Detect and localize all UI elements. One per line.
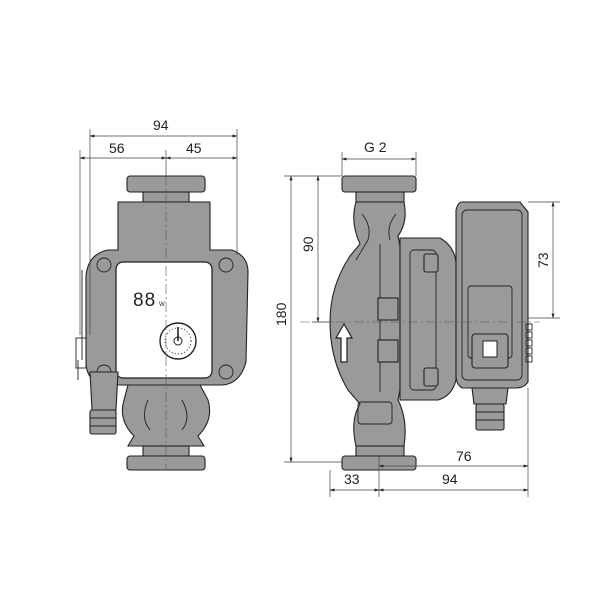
led-display: 88 W (133, 290, 165, 311)
display-digits: 88 (133, 290, 156, 311)
display-unit: W (159, 302, 165, 308)
dim-motor-depth: 76 (456, 448, 472, 464)
dim-motor-height: 73 (535, 252, 551, 268)
side-view: G 2 180 90 73 76 33 94 (273, 139, 560, 497)
dim-connection-thread: G 2 (364, 139, 387, 155)
dim-total-height: 180 (273, 302, 289, 326)
control-panel (115, 261, 213, 379)
dim-front-right-width: 45 (186, 140, 202, 156)
front-view: 88 W 94 56 (75, 117, 249, 471)
control-knob (159, 322, 197, 360)
connector-pins (525, 323, 533, 363)
dim-front-left-width: 56 (109, 140, 125, 156)
dim-half-height: 90 (300, 236, 316, 252)
dim-front-total-width: 94 (153, 117, 169, 133)
flow-direction-arrow-icon (334, 322, 354, 363)
dim-side-left: 33 (344, 471, 360, 487)
dim-side-right: 94 (442, 471, 458, 487)
